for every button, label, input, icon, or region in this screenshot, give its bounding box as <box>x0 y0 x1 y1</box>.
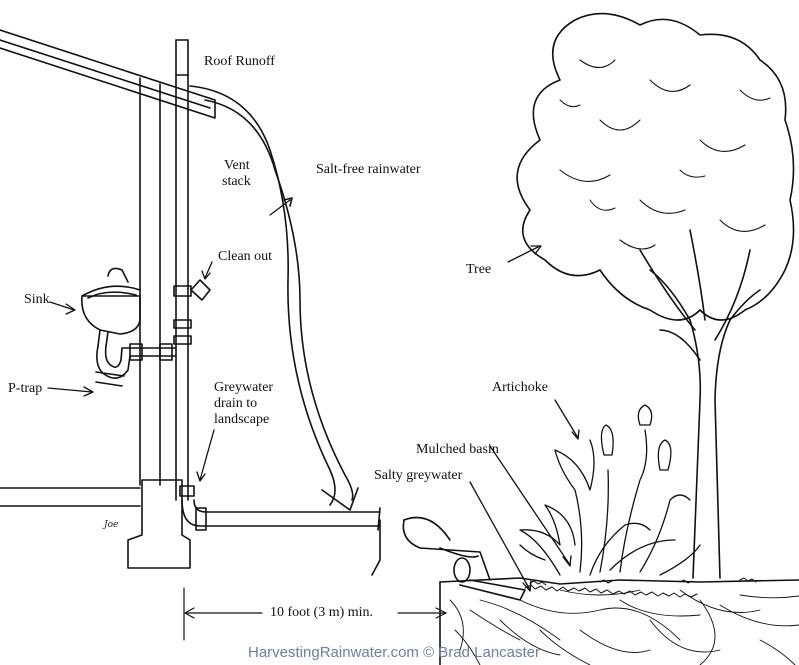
tree-label: Tree <box>466 262 492 277</box>
salty-greywater-label: Salty greywater <box>374 468 463 483</box>
greywater-label-line-3: landscape <box>214 412 270 427</box>
artichoke-plant <box>519 404 701 576</box>
vent-stack <box>173 39 211 501</box>
label-pointers <box>47 245 580 592</box>
ground <box>371 519 799 665</box>
p-trap-label: P-trap <box>8 381 43 396</box>
clean-out-label: Clean out <box>218 249 273 264</box>
distance-label: 10 foot (3 m) min. <box>270 605 374 620</box>
vent-stack-label-line-2: stack <box>222 174 251 189</box>
roof-eave <box>0 29 216 119</box>
foundation <box>127 479 191 569</box>
tree <box>516 12 795 579</box>
house-wall <box>0 77 161 507</box>
mulch <box>524 577 757 598</box>
artichoke-label: Artichoke <box>492 380 548 395</box>
greywater-label-line-1: Greywater <box>214 380 274 395</box>
greywater-label-line-2: drain to <box>214 396 258 411</box>
distance-dimension <box>183 587 447 641</box>
greywater-drain <box>181 499 381 531</box>
sink-label: Sink <box>24 292 50 307</box>
mulched-basin-label: Mulched basin <box>416 442 499 457</box>
roof-runoff-label: Roof Runoff <box>204 54 275 69</box>
credit-text: HarvestingRainwater.com © Brad Lancaster <box>248 644 541 661</box>
salt-free-rainwater-label: Salt-free rainwater <box>316 162 421 177</box>
sink <box>81 267 177 387</box>
rainwater-flow <box>189 85 359 511</box>
outflow-pipe <box>402 516 526 601</box>
artist-signature: Joe <box>104 520 119 530</box>
vent-stack-label-line-1: Vent <box>224 158 250 173</box>
